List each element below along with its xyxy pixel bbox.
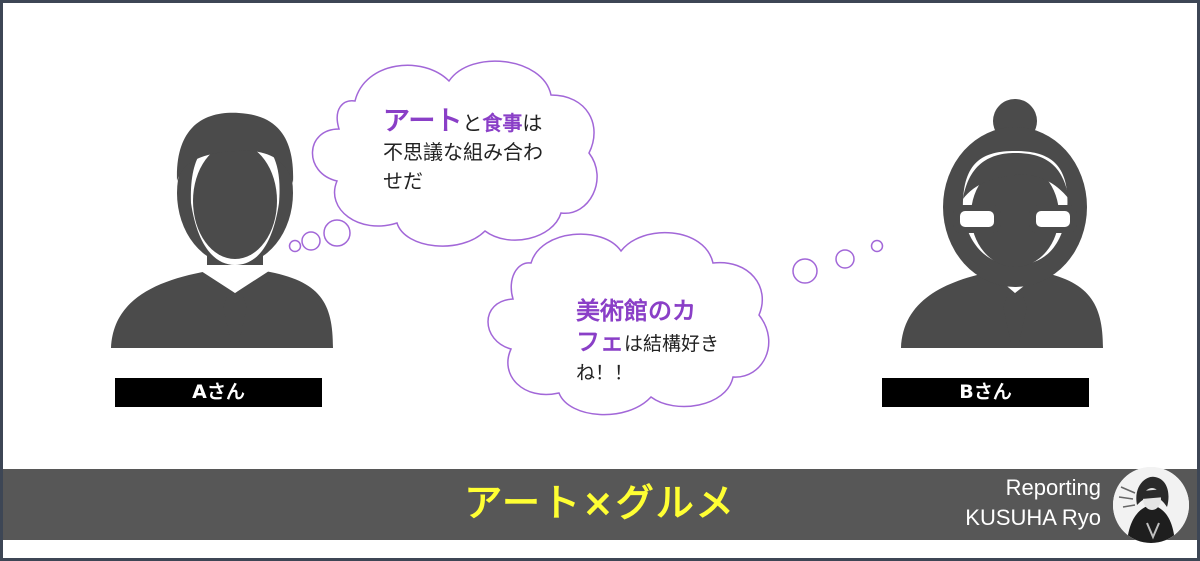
- thought-a-particle-to: と: [462, 111, 483, 135]
- thought-a-line1: アートと食事は: [383, 107, 543, 138]
- thought-a-line2: 不思議な組み合わ: [383, 140, 543, 164]
- reporter-avatar-icon: [1113, 467, 1189, 543]
- nameplate-a: Aさん: [115, 378, 322, 407]
- thought-bubble-b: [487, 231, 884, 416]
- illustration-layer: [111, 60, 1103, 416]
- thought-b-line1: 美術館のカ: [576, 297, 719, 328]
- thought-a-particle-wa: は: [522, 111, 543, 135]
- thought-b-like: は結構好き: [624, 333, 720, 355]
- thought-text-b: 美術館のカ フェは結構好き ね！！: [576, 297, 719, 388]
- thought-a-accent-art: アート: [383, 106, 463, 137]
- thought-b-line3: ね！！: [576, 362, 634, 384]
- reporter-line2: KUSUHA Ryo: [965, 505, 1101, 530]
- thought-bubble-a: [288, 60, 598, 253]
- reporter-line1: Reporting: [1005, 475, 1101, 500]
- thought-b-accent-museum: 美術館のカ: [576, 297, 696, 325]
- thought-b-line2: フェは結構好き: [576, 328, 719, 359]
- banner-title: アート×グルメ: [464, 481, 736, 525]
- nameplate-b: Bさん: [882, 378, 1089, 407]
- businessman-icon: [111, 112, 333, 348]
- thought-text-a: アートと食事は 不思議な組み合わ せだ: [383, 107, 543, 196]
- businesswoman-icon: [901, 99, 1103, 348]
- reporter-credit: Reporting KUSUHA Ryo: [965, 473, 1101, 533]
- title-banner: アート×グルメ Reporting KUSUHA Ryo: [3, 469, 1197, 540]
- thought-b-accent-cafe: フェ: [576, 328, 624, 356]
- thought-a-line3: せだ: [383, 169, 423, 193]
- thought-a-accent-meal: 食事: [482, 111, 523, 135]
